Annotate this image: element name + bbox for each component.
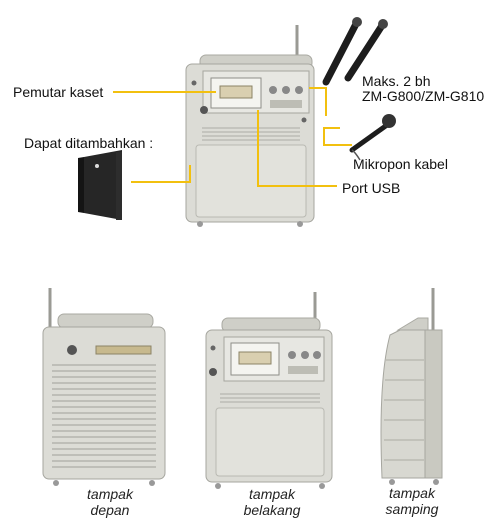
expansion-speaker [78, 150, 122, 220]
caption-back-line1: tampak [249, 486, 295, 502]
side-view-unit [380, 288, 443, 485]
caption-front-view: tampak depan [60, 486, 160, 518]
label-wireless-mic-line2: ZM-G800/ZM-G810 [362, 88, 485, 104]
back-view-unit [205, 292, 333, 489]
caption-side-line1: tampak [389, 485, 435, 501]
front-view-unit [42, 288, 166, 486]
caption-back-line2: belakang [243, 502, 301, 518]
label-wireless-mic-line1: Maks. 2 bh [362, 73, 431, 89]
label-expandable: Dapat ditambahkan : [24, 135, 154, 151]
caption-front-line1: tampak [87, 486, 133, 502]
label-usb-port: Port USB [342, 180, 401, 196]
wireless-microphones [322, 17, 388, 86]
caption-front-line2: depan [90, 502, 130, 518]
caption-side-line2: samping [385, 501, 439, 517]
label-cassette-player: Pemutar kaset [13, 84, 104, 100]
wired-microphone [349, 114, 396, 161]
main-unit-back-view [185, 25, 315, 227]
label-wired-mic: Mikropon kabel [353, 156, 448, 172]
caption-side-view: tampak samping [362, 485, 462, 517]
callout-lines [113, 87, 352, 187]
caption-back-view: tampak belakang [222, 486, 322, 518]
